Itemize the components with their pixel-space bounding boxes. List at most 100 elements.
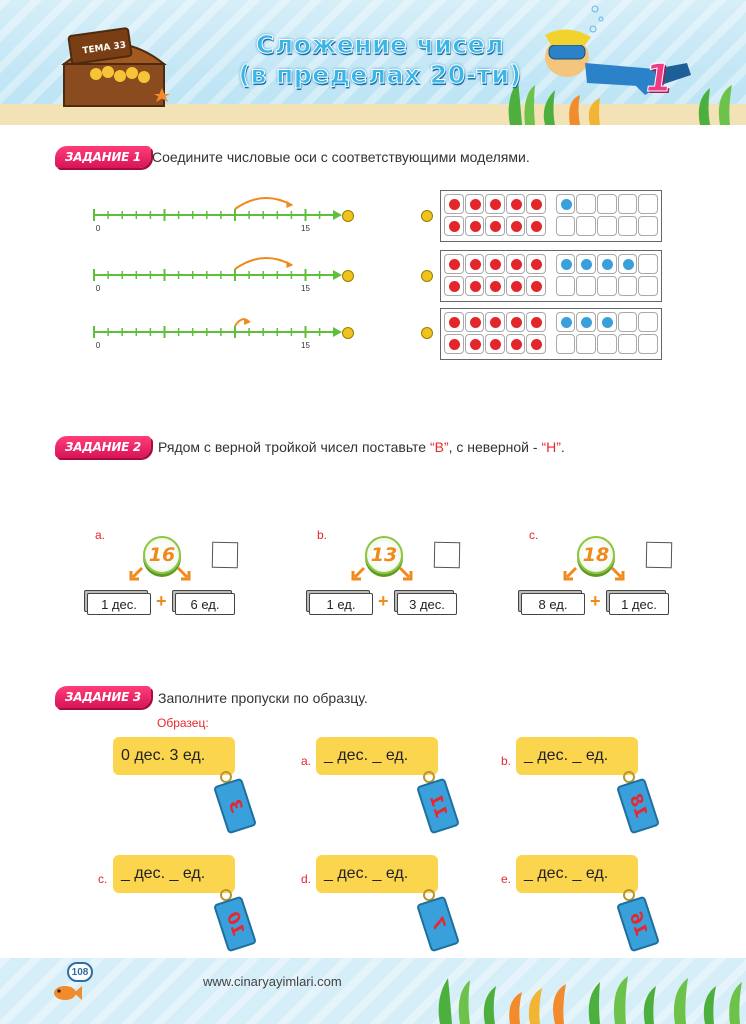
number-line-end-label: 15 [301, 284, 310, 293]
ten-frame-model-3 [440, 308, 662, 360]
ten-frame-cell [597, 254, 617, 274]
answer-box[interactable] [645, 541, 673, 569]
red-counter [531, 221, 543, 232]
number-tag: 18 [616, 777, 660, 835]
red-counter [469, 199, 481, 210]
ten-frame-cell [617, 216, 638, 236]
item-letter: a. [301, 754, 312, 768]
ten-frame-cell [617, 276, 638, 296]
ten-frame-cell [638, 194, 658, 214]
red-counter [449, 281, 460, 292]
ten-frame-cell [444, 254, 464, 274]
task-1-text: Соедините числовые оси с соответствующим… [152, 149, 530, 165]
red-counter [510, 281, 522, 292]
place-value-banner[interactable]: _ дес. _ ед. [113, 855, 235, 893]
task-2-text: Рядом с верной тройкой чисел поставьте “… [158, 439, 565, 455]
task-3-tag: ЗАДАНИЕ 3 [55, 686, 151, 708]
match-dot-left-3[interactable] [342, 327, 354, 339]
match-dot-left-2[interactable] [342, 270, 354, 282]
number-coin: 16 [143, 536, 181, 574]
ten-frame-row [444, 276, 658, 296]
item-letter: b. [317, 528, 328, 542]
arrow-down-left-icon [129, 566, 144, 581]
match-dot-left-1[interactable] [342, 210, 354, 222]
task-2-text-part: . [560, 439, 565, 455]
ten-frame-cell [597, 194, 617, 214]
place-value-banner[interactable]: _ дес. _ ед. [516, 855, 638, 893]
ten-frame-cell [464, 194, 485, 214]
red-counter [490, 317, 502, 328]
red-counter [469, 339, 481, 350]
blue-counter [581, 259, 593, 270]
match-dot-right-2[interactable] [421, 270, 433, 282]
plus-sign: + [590, 591, 601, 611]
red-counter [490, 259, 502, 270]
ten-frame-cell [526, 194, 547, 214]
ten-frame-model-1 [440, 190, 662, 242]
number-tag: 3 [213, 777, 257, 835]
place-value-banner[interactable]: _ дес. _ ед. [316, 855, 438, 893]
red-counter [531, 259, 543, 270]
jump-arrow [234, 257, 292, 270]
number-tag: 7 [416, 895, 460, 953]
item-letter: d. [301, 872, 312, 886]
treasure-chest-icon: ТЕМА 33 [61, 27, 170, 107]
jump-arrowhead [286, 201, 294, 208]
red-counter [510, 339, 522, 350]
place-value-banner[interactable]: _ дес. _ ед. [316, 737, 438, 775]
red-counter [510, 259, 522, 270]
ten-frame-cell [555, 216, 576, 236]
ten-frame-cell [576, 334, 597, 354]
blue-counter [581, 317, 593, 328]
number-tag: 10 [213, 895, 257, 953]
arrow-down-left-icon [351, 566, 366, 581]
number-tag: 11 [416, 777, 460, 835]
ten-frame-cell [617, 312, 638, 332]
ten-frame-cell [485, 334, 505, 354]
ten-frame-cell [576, 254, 597, 274]
match-dot-right-1[interactable] [421, 210, 433, 222]
blue-counter [602, 317, 614, 328]
sand-strip [0, 104, 746, 125]
page-footer [0, 958, 746, 1024]
ten-frame-cell [464, 254, 485, 274]
place-value-banner[interactable]: _ дес. _ ед. [516, 737, 638, 775]
ten-frame-cell [464, 216, 485, 236]
ten-frame-row [444, 194, 658, 214]
item-letter: e. [501, 872, 512, 886]
task-2-text-part: Рядом с верной тройкой чисел поставьте [158, 439, 430, 455]
item-letter: a. [95, 528, 106, 542]
answer-box[interactable] [211, 541, 239, 569]
plus-sign: + [156, 591, 167, 611]
website-link[interactable]: www.cinaryayimlari.com [203, 974, 342, 989]
ten-frame-row [444, 312, 658, 332]
ten-frame-cell [638, 276, 658, 296]
red-counter [449, 339, 460, 350]
match-dot-right-3[interactable] [421, 327, 433, 339]
sample-label: Образец: [157, 716, 209, 730]
number-line-arrowhead [333, 270, 342, 280]
ten-frame-cell [485, 276, 505, 296]
ten-frame-cell [444, 216, 464, 236]
place-value-banner[interactable]: 0 дес. 3 ед. [113, 737, 235, 775]
ten-frame-row [444, 334, 658, 354]
item-letter: c. [98, 872, 108, 886]
red-counter [449, 259, 460, 270]
task-2-letter-h: “Н” [541, 439, 561, 455]
ten-frame-cell [485, 194, 505, 214]
number-line-end-label: 15 [301, 341, 310, 350]
ten-frame-cell [444, 312, 464, 332]
ten-frame-cell [597, 334, 617, 354]
answer-box[interactable] [433, 541, 461, 569]
red-counter [490, 221, 502, 232]
arrow-down-right-icon [610, 566, 625, 581]
ten-frame-cell [505, 276, 526, 296]
ten-frame-cell [464, 334, 485, 354]
red-counter [490, 339, 502, 350]
ten-frame-cell [464, 276, 485, 296]
ten-frame-cell [464, 312, 485, 332]
number-tag: 16 [616, 895, 660, 953]
number-tag-value: 7 [426, 915, 450, 933]
